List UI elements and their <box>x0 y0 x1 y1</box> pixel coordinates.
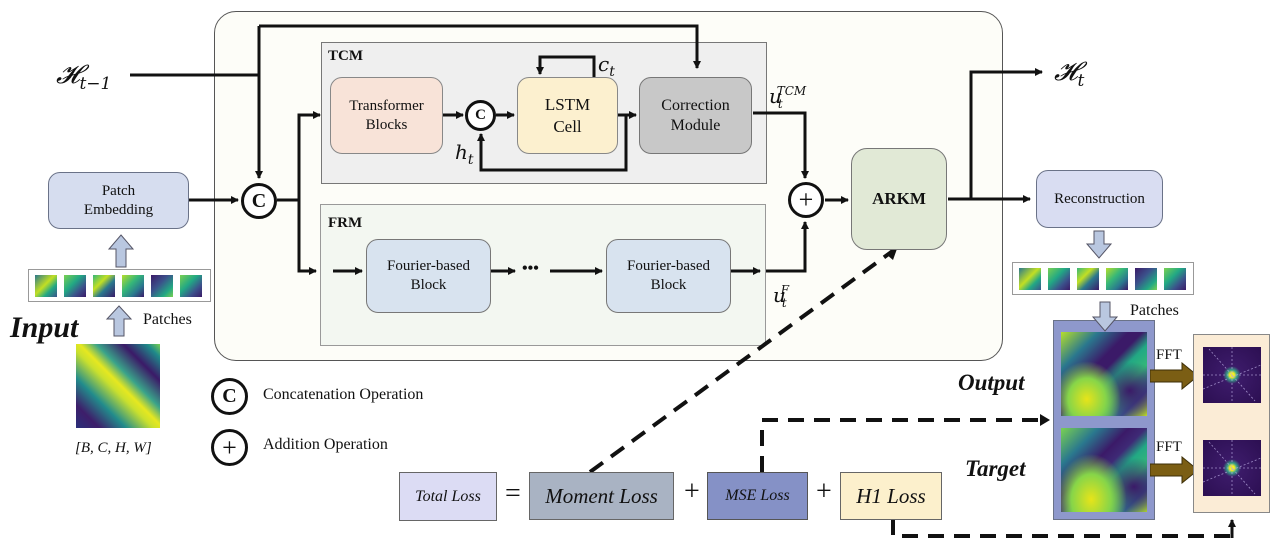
output-field-image <box>1061 332 1147 416</box>
up-arrow-icon <box>107 233 135 274</box>
target-field-image <box>1061 428 1147 512</box>
add-operator: + <box>788 182 824 218</box>
arkm-block: ARKM <box>851 148 947 250</box>
fft-label-target: FFT <box>1156 439 1182 455</box>
h1-to-fft-dashed <box>891 519 1232 538</box>
input-patch-tile <box>151 275 173 297</box>
output-patch-tile <box>1106 268 1128 290</box>
fft-spectrum-target <box>1203 440 1261 496</box>
fft-label-output: FFT <box>1156 347 1182 363</box>
concat-to-tcm <box>297 111 321 200</box>
moment-loss-box: Moment Loss <box>529 472 674 520</box>
legend-concat-icon: C <box>211 378 248 415</box>
concat-operator: C <box>241 183 277 219</box>
input-shape-label: [B, C, H, W] <box>75 440 152 456</box>
patch-embedding-block: Patch Embedding <box>48 172 189 229</box>
fft-spectrum-output <box>1203 347 1261 403</box>
frm-to-add <box>766 221 809 273</box>
output-patch-tile <box>1164 268 1186 290</box>
total-loss-box: Total Loss <box>399 472 497 521</box>
input-title: Input <box>10 311 79 344</box>
target-label: Target <box>965 456 1026 481</box>
legend-concat-label: Concatenation Operation <box>263 386 424 403</box>
tcm-title: TCM <box>328 48 363 64</box>
input-patch-tile <box>93 275 115 297</box>
tcm-concat-operator: C <box>465 100 496 131</box>
tcm-output-label: utTCM <box>769 84 807 111</box>
transformer-blocks: Transformer Blocks <box>330 77 443 154</box>
frm-title: FRM <box>328 215 363 231</box>
concat-to-frm <box>297 200 317 275</box>
fft-arrow-output <box>1149 361 1200 395</box>
input-patch-tile <box>64 275 86 297</box>
output-patch-tile <box>1077 268 1099 290</box>
hidden-state-next: 𝓗t <box>1054 57 1085 92</box>
hidden-state-label: ht <box>455 140 474 168</box>
output-patch-tile <box>1048 268 1070 290</box>
down-arrow-icon <box>1085 230 1113 265</box>
legend-add-label: Addition Operation <box>263 436 388 453</box>
moment-to-arkm-dashed <box>588 248 896 474</box>
output-patch-tile <box>1019 268 1041 290</box>
output-label: Output <box>958 370 1025 395</box>
frm-ellipsis: ••• <box>522 260 539 277</box>
correction-module: Correction Module <box>639 77 752 154</box>
input-patch-tile <box>180 275 202 297</box>
input-patch-tile <box>122 275 144 297</box>
input-patches-label: Patches <box>143 311 192 328</box>
fourier-block-2: Fourier-based Block <box>606 239 731 313</box>
up-arrow-icon <box>105 304 133 343</box>
fft-arrow-target <box>1149 455 1200 489</box>
ct-loop <box>536 55 596 77</box>
reconstruction-block: Reconstruction <box>1036 170 1163 228</box>
mse-to-output-dashed <box>760 418 1046 472</box>
output-patches-label: Patches <box>1130 302 1179 319</box>
input-patch-tile <box>35 275 57 297</box>
loss-plus-2: + <box>816 476 832 507</box>
output-patch-tile <box>1135 268 1157 290</box>
tcm-to-add <box>753 111 809 179</box>
h1-loss-box: H1 Loss <box>840 472 942 520</box>
ht-loop <box>477 115 628 172</box>
frm-output-label: utF <box>773 283 790 310</box>
mse-loss-box: MSE Loss <box>707 472 808 520</box>
cell-state-label: ct <box>598 52 615 80</box>
input-field-image <box>76 344 160 428</box>
loss-plus-1: + <box>684 476 700 507</box>
top-bus <box>259 24 701 69</box>
fourier-block-1: Fourier-based Block <box>366 239 491 313</box>
legend-add-icon: + <box>211 429 248 466</box>
down-arrow-icon <box>1091 301 1119 338</box>
hidden-state-prev: 𝓗t−1 <box>56 60 112 95</box>
lstm-cell: LSTM Cell <box>517 77 618 154</box>
loss-equals: = <box>505 478 521 509</box>
arkm-to-hidden <box>969 68 1043 199</box>
output-patches-strip <box>1012 262 1194 295</box>
